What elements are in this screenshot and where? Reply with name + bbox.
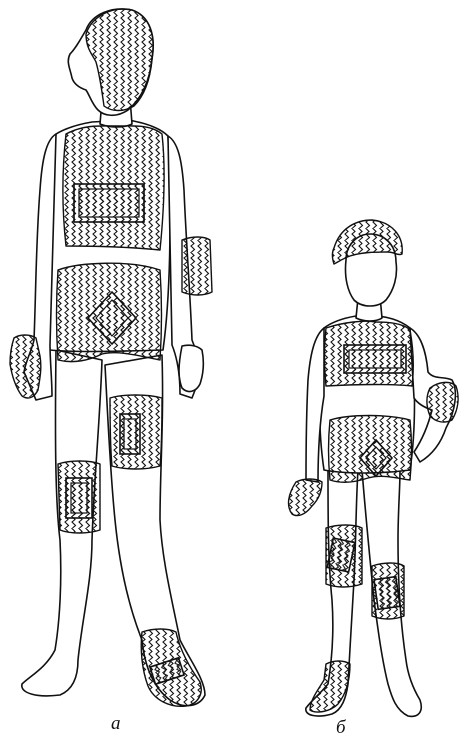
child-left-arm bbox=[306, 328, 324, 482]
child-zone-foot bbox=[310, 661, 350, 712]
child-zone-hand bbox=[289, 479, 322, 516]
adult-zone-left-forearm bbox=[182, 237, 212, 295]
adult-figure bbox=[22, 9, 205, 706]
adult-plate-knee bbox=[66, 478, 92, 518]
child-zone-forearm bbox=[427, 382, 458, 422]
panel-label-a: а bbox=[111, 713, 121, 735]
adult-zone-left-hand bbox=[10, 335, 41, 398]
adult-right-hand bbox=[179, 345, 203, 391]
panel-label-b: б bbox=[336, 717, 346, 739]
child-plate-chest bbox=[344, 345, 406, 373]
adult-plate-chest bbox=[74, 184, 144, 222]
adult-plate-thigh bbox=[120, 414, 140, 454]
child-plate-knee-right bbox=[374, 577, 400, 610]
